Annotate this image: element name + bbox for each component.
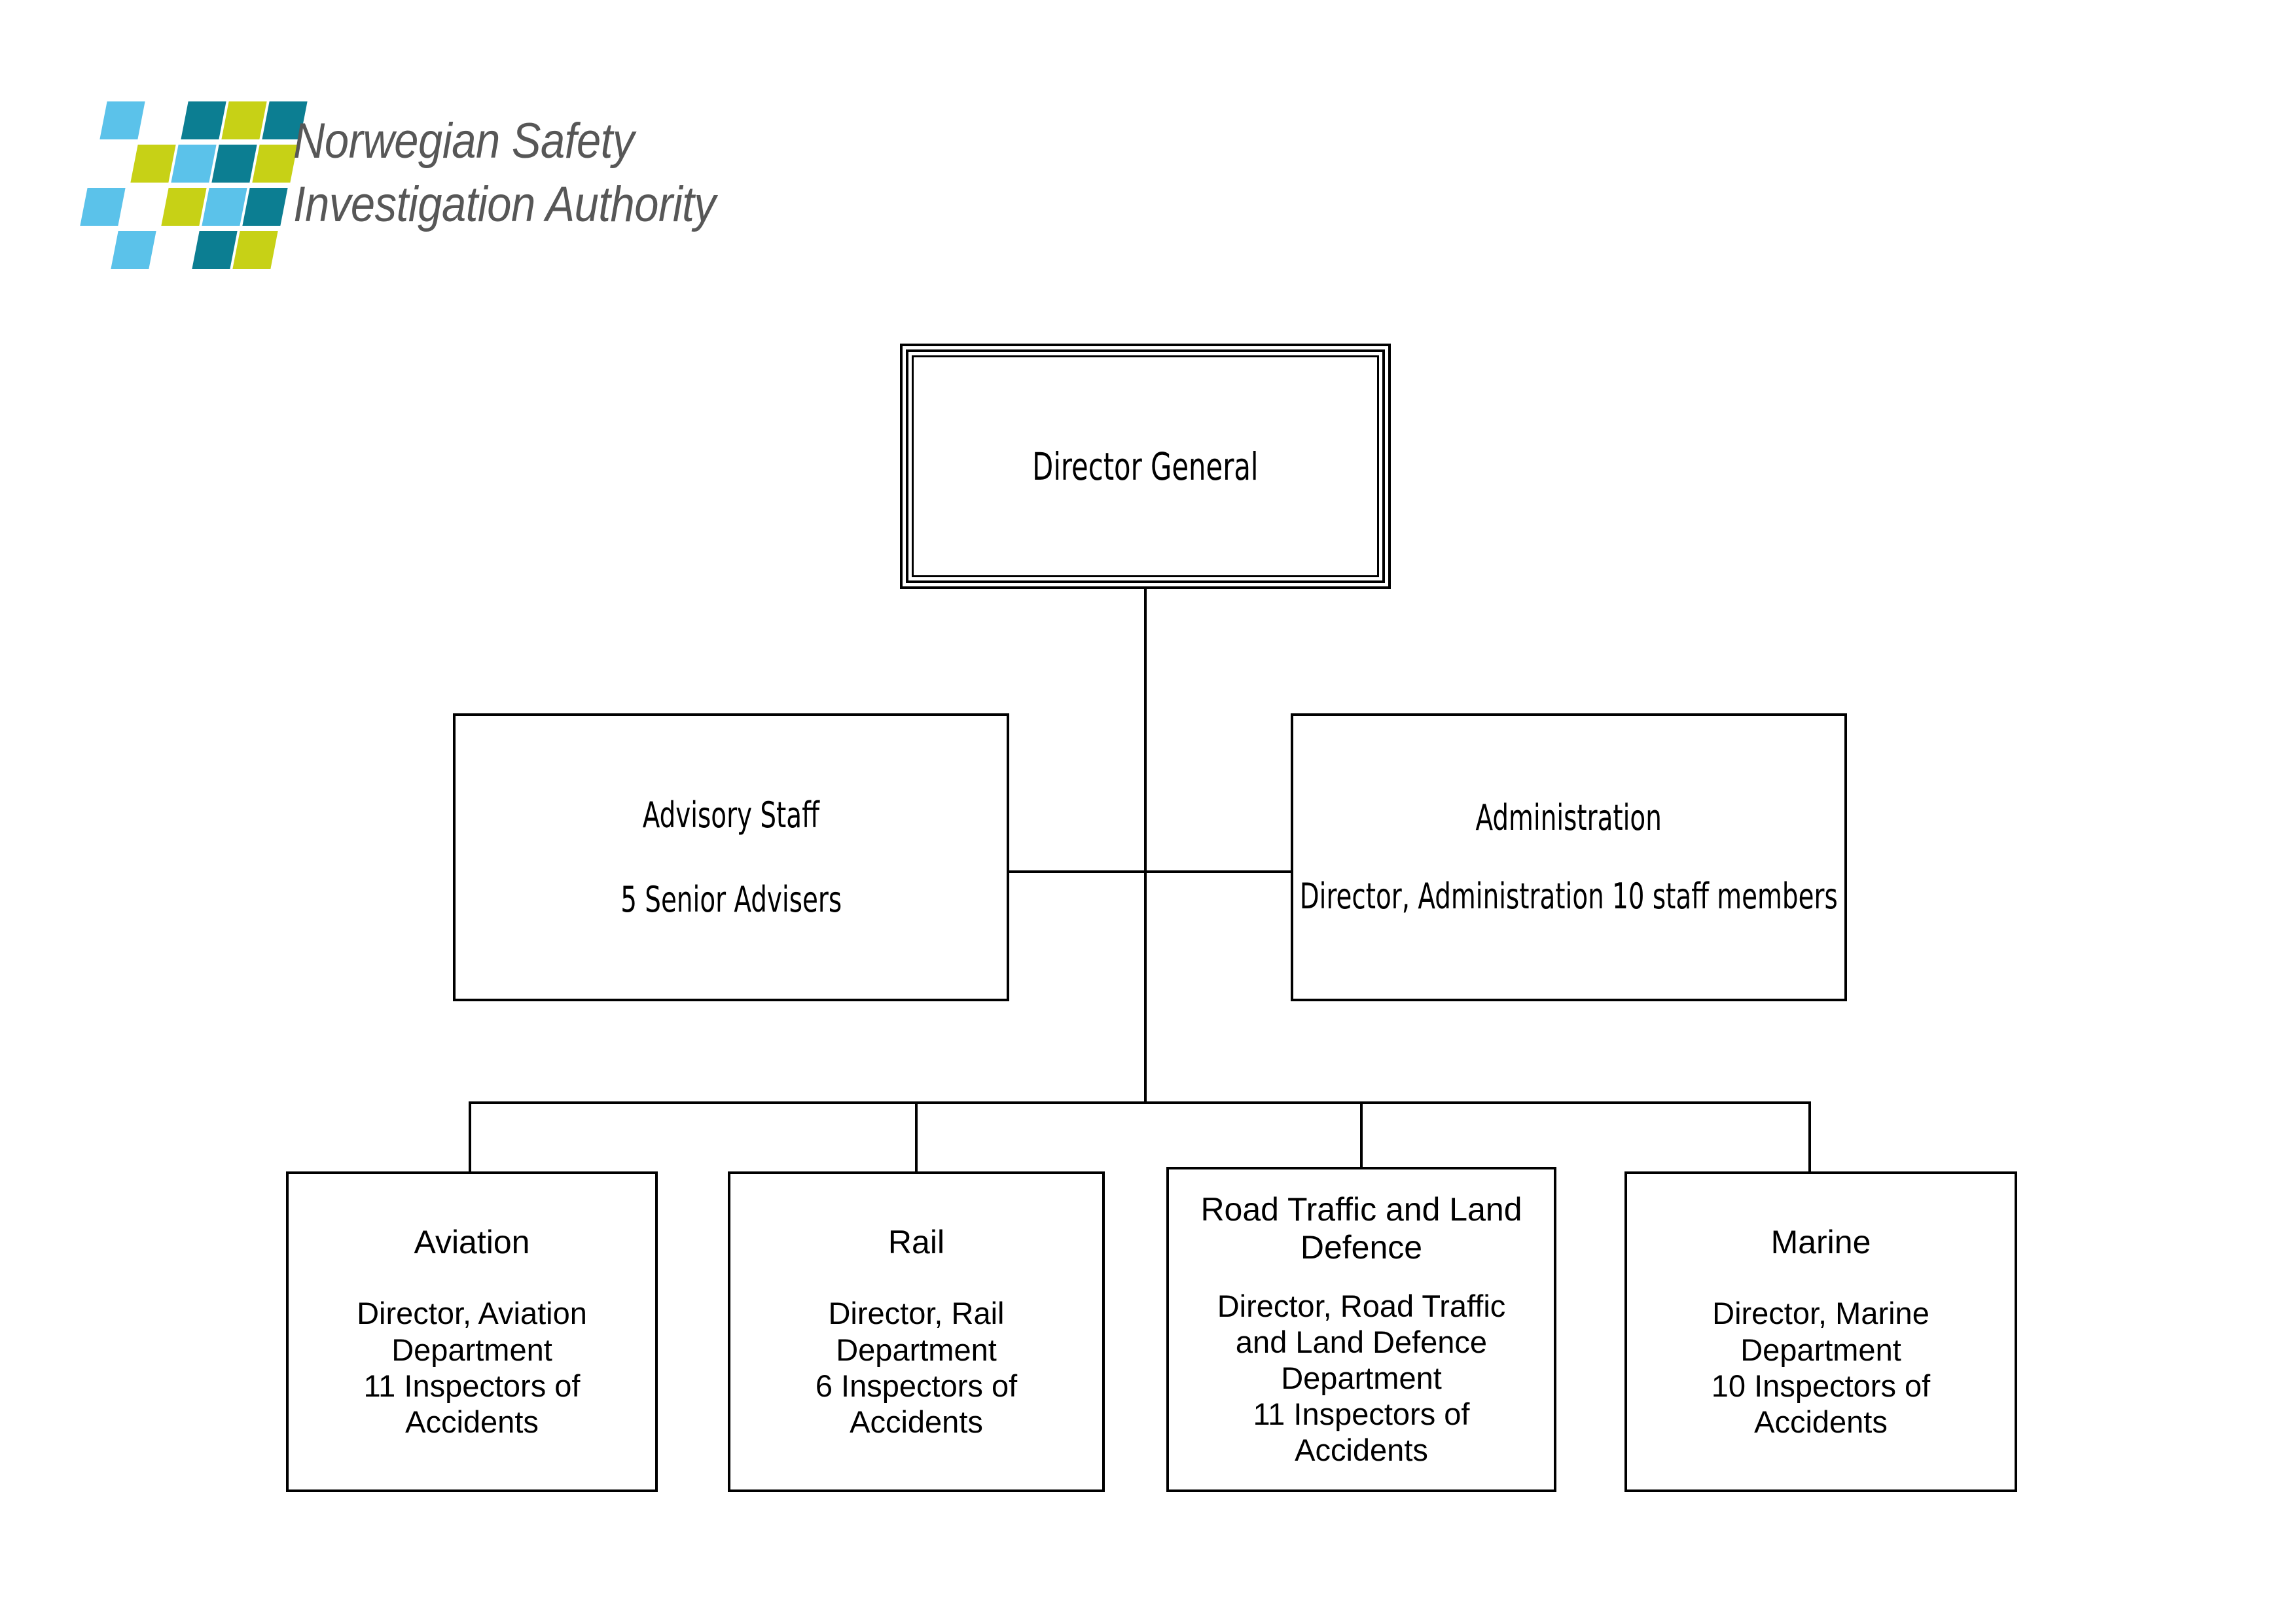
rail-detail: Director, Rail Department 6 Inspectors o… xyxy=(815,1296,1018,1440)
node-aviation[interactable]: Aviation Director, Aviation Department 1… xyxy=(286,1171,658,1492)
aviation-detail: Director, Aviation Department 11 Inspect… xyxy=(357,1296,587,1440)
logo-tile-blue xyxy=(171,145,217,183)
logo-tile-lime xyxy=(130,145,176,183)
node-road-traffic-and-land-defence[interactable]: Road Traffic and Land Defence Director, … xyxy=(1166,1167,1556,1492)
logo-tile-lime xyxy=(161,188,207,226)
administration-detail: Director, Administration 10 staff member… xyxy=(1300,875,1839,917)
node-marine[interactable]: Marine Director, Marine Department 10 In… xyxy=(1624,1171,2017,1492)
logo-tile-blue xyxy=(99,101,145,139)
connector-advisory-staff xyxy=(1007,870,1145,873)
administration-title: Administration xyxy=(1475,796,1662,838)
connector-drop-rail xyxy=(915,1101,918,1173)
advisory-staff-title: Advisory Staff xyxy=(642,794,820,836)
rail-title: Rail xyxy=(888,1224,945,1261)
connector-drop-aviation xyxy=(469,1101,471,1173)
connector-administration xyxy=(1144,870,1293,873)
logo-tile-teal xyxy=(242,188,288,226)
logo-wordmark-line-2: Investigation Authority xyxy=(293,177,716,233)
logo-tile-teal xyxy=(211,145,257,183)
director-general-border-middle: Director General xyxy=(906,349,1385,583)
road-traffic-detail: Director, Road Traffic and Land Defence … xyxy=(1217,1289,1506,1467)
node-director-general[interactable]: Director General xyxy=(900,344,1391,589)
logo-wordmark: Norwegian Safety Investigation Authority xyxy=(293,109,777,237)
logo-tile-teal xyxy=(181,101,226,139)
node-rail[interactable]: Rail Director, Rail Department 6 Inspect… xyxy=(728,1171,1105,1492)
marine-title: Marine xyxy=(1770,1224,1871,1261)
organisation-logo: Norwegian Safety Investigation Authority xyxy=(80,101,844,285)
logo-tile-blue xyxy=(80,188,126,226)
advisory-staff-detail: 5 Senior Advisers xyxy=(620,878,842,920)
logo-tile-teal xyxy=(192,231,238,269)
marine-detail: Director, Marine Department 10 Inspector… xyxy=(1711,1296,1931,1440)
logo-tile-blue xyxy=(111,231,156,269)
node-advisory-staff[interactable]: Advisory Staff 5 Senior Advisers xyxy=(453,713,1009,1001)
logo-wordmark-line-1: Norwegian Safety xyxy=(293,113,634,169)
logo-tile-lime xyxy=(252,145,298,183)
logo-tile-lime xyxy=(221,101,267,139)
connector-spine-vertical xyxy=(1144,589,1147,1103)
connector-drop-marine xyxy=(1808,1101,1811,1173)
logo-tile-blue xyxy=(202,188,247,226)
logo-tile-lime xyxy=(232,231,278,269)
aviation-title: Aviation xyxy=(414,1224,530,1261)
director-general-border-inner: Director General xyxy=(912,355,1379,577)
node-administration[interactable]: Administration Director, Administration … xyxy=(1291,713,1847,1001)
connector-drop-road-traffic xyxy=(1360,1101,1363,1167)
logo-mosaic-icon xyxy=(80,101,308,275)
road-traffic-title: Road Traffic and Land Defence xyxy=(1200,1191,1522,1266)
director-general-title: Director General xyxy=(1032,444,1259,489)
connector-department-bus xyxy=(469,1101,1811,1104)
